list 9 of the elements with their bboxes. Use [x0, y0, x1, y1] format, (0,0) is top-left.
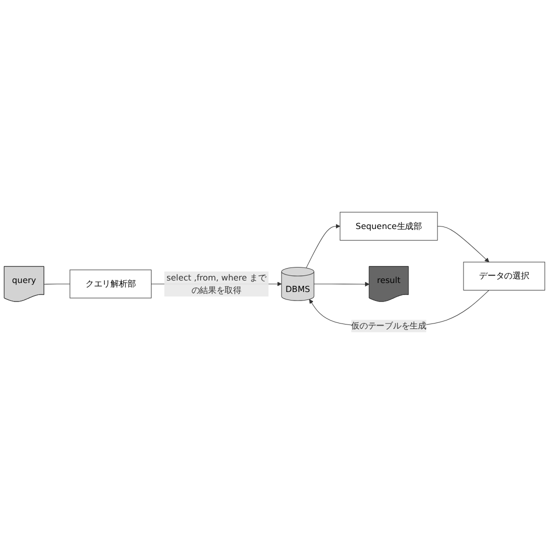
- node-box: クエリ解析部: [70, 270, 152, 299]
- arrow: [314, 282, 370, 287]
- edge-label: 仮のテーブルを生成: [351, 321, 426, 331]
- edge-label: select ,from, where までの結果を取得: [166, 272, 266, 296]
- node-box: データの選択: [463, 262, 546, 291]
- connector: [44, 284, 70, 285]
- arrow: [437, 226, 490, 263]
- arrow: [306, 224, 340, 268]
- node-box: Sequence生成部: [340, 212, 438, 241]
